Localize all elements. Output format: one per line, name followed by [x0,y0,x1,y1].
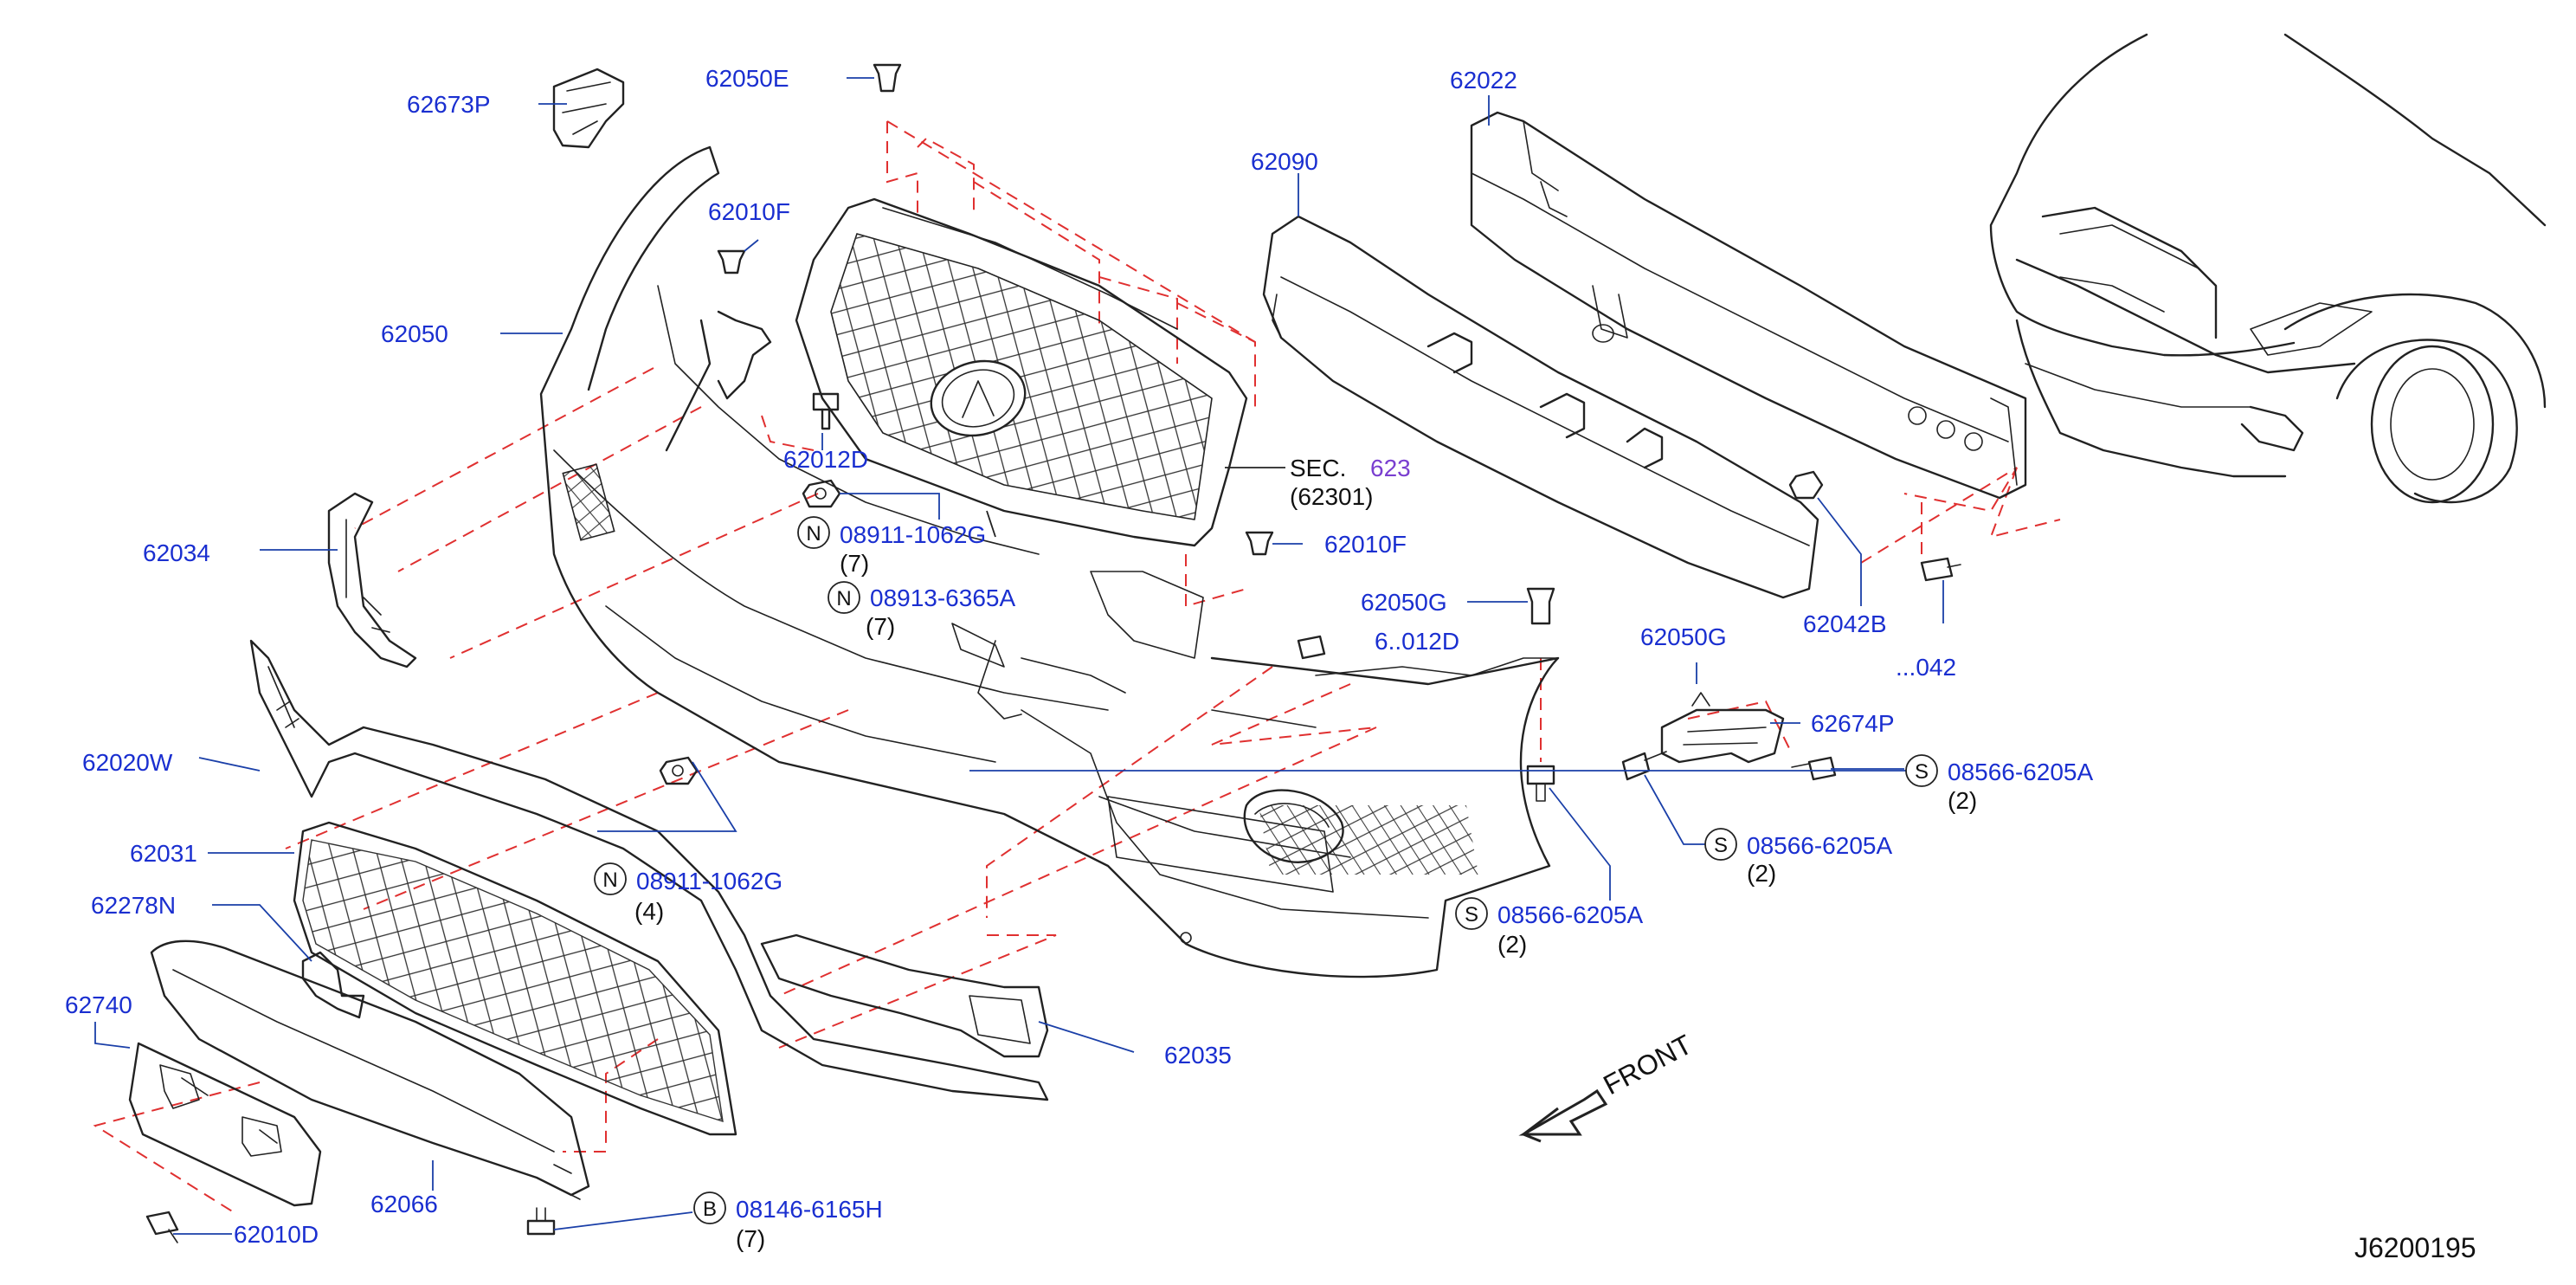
part-number: 08911-1062G [636,868,782,894]
part-62050-bumper-fascia [539,145,1560,978]
part-62673P-bracket [552,68,625,149]
part-front-grille [795,197,1248,547]
fastener-callout-f7: B 08146-6165H (7) [693,1191,883,1252]
prefix-circle [1905,754,1938,787]
nut-icon-62042B [1788,470,1824,500]
label-62010F-top: 62010F [708,198,790,225]
label-62090: 62090 [1251,148,1318,175]
bolt-icon-62012D-b [1297,635,1326,660]
quantity: (2) [1948,787,1977,814]
bolt-icon-08146 [526,1207,556,1236]
prefix-letter: S [1714,834,1728,857]
sec-number: 623 [1370,455,1411,481]
bolt-icon-08566-c [1791,756,1837,781]
clip-icon-62050G-a [1526,587,1555,625]
prefix-circle [594,862,627,895]
prefix-letter: S [1465,903,1478,927]
nut-icon-08911-top [802,479,841,508]
part-62034-side-bracket [327,492,417,668]
clip-icon-62010F-mid [1245,531,1274,556]
bolt-icon-62042 [1920,557,1961,582]
label-62278N: 62278N [91,892,176,919]
quantity: (2) [1497,931,1527,958]
label-62031: 62031 [130,840,197,867]
label-62740: 62740 [65,991,132,1018]
assembly-guide-lines [93,120,2061,1213]
label-62066: 62066 [370,1191,438,1217]
clip-icon-62050G-b [1691,692,1710,707]
label-62673P: 62673P [407,91,491,118]
quantity: (7) [866,613,895,640]
prefix-letter: N [836,587,851,610]
part-labels: 62673P 62050E 62022 62090 62010F 62050 6… [65,65,1956,1248]
vehicle-reference-sketch [1989,33,2547,504]
label-62035: 62035 [1164,1042,1232,1069]
label-62042B: 62042B [1803,610,1887,637]
diagram-reference-code: J6200195 [2354,1232,2476,1263]
part-number: 08566-6205A [1747,832,1892,859]
label-62020W: 62020W [82,749,173,776]
front-direction-arrow [1518,1088,1608,1143]
front-label: FRONT [1598,1029,1697,1101]
leader-lines [94,77,1944,1235]
fastener-icons [145,63,1961,1243]
part-62674P-bracket [1660,708,1785,764]
clip-icon-62010F-top [717,249,746,274]
bolt-icon-08566-a [1526,765,1555,802]
quantity: (7) [840,550,869,577]
prefix-letter: S [1915,760,1929,784]
part-number: 08911-1062G [840,521,986,548]
prefix-circle [797,516,830,549]
label-62034: 62034 [143,539,210,566]
label-62022: 62022 [1450,67,1517,94]
quantity: (4) [634,898,664,925]
clip-icon-62050E [873,63,902,93]
part-number: 08566-6205A [1497,901,1643,928]
part-number: 08913-6365A [870,584,1015,611]
label-62012D-b: 6..012D [1375,628,1459,655]
bolt-icon-62010D [145,1211,179,1243]
prefix-letter: N [602,869,617,892]
fastener-callout-f5: S 08566-6205A (2) [1704,828,1892,887]
part-number: 08146-6165H [736,1196,883,1223]
fastener-callout-f4: S 08566-6205A (2) [1455,897,1643,958]
fastener-callout-f3: N 08911-1062G (4) [594,862,782,925]
label-62010D: 62010D [234,1221,319,1248]
part-62035-fog-bezel [760,933,1049,1058]
bolt-icon-62012D [812,392,840,430]
prefix-letter: B [703,1198,717,1221]
sec-label: SEC. [1290,455,1346,481]
nut-icon-08911-bottom [659,756,699,785]
label-62050G-a: 62050G [1361,589,1447,616]
part-62740-license-bracket [128,1042,322,1207]
prefix-letter: N [806,522,821,546]
sec-subnumber: (62301) [1290,483,1374,510]
part-62278N-clip [301,951,365,1019]
quantity: (2) [1747,860,1776,887]
label-62674P: 62674P [1811,710,1895,737]
prefix-circle [693,1191,726,1224]
part-62066-molding [150,940,590,1200]
label-62050E: 62050E [705,65,789,92]
fastener-callout-f2: N 08913-6365A (7) [828,581,1015,640]
quantity: (7) [736,1225,765,1252]
part-62022-reinforcement-beam [1470,111,2027,500]
label-62050: 62050 [381,320,448,347]
part-number: 08566-6205A [1948,759,2093,785]
fastener-callout-f1: N 08911-1062G (7) [797,516,986,577]
label-62042: ...042 [1896,654,1956,681]
fastener-callout-f6: S 08566-6205A (2) [1905,754,2093,814]
prefix-circle [1455,897,1488,930]
part-62090-energy-absorber [1262,215,1819,599]
prefix-circle [828,581,860,614]
label-62010F-mid: 62010F [1324,531,1407,558]
label-62050G-b: 62050G [1640,623,1727,650]
label-62012D: 62012D [783,446,868,473]
prefix-circle [1704,828,1737,861]
part-62020W-lower-trim [249,639,1049,1101]
section-reference: SEC. 623 (62301) [1290,455,1411,510]
